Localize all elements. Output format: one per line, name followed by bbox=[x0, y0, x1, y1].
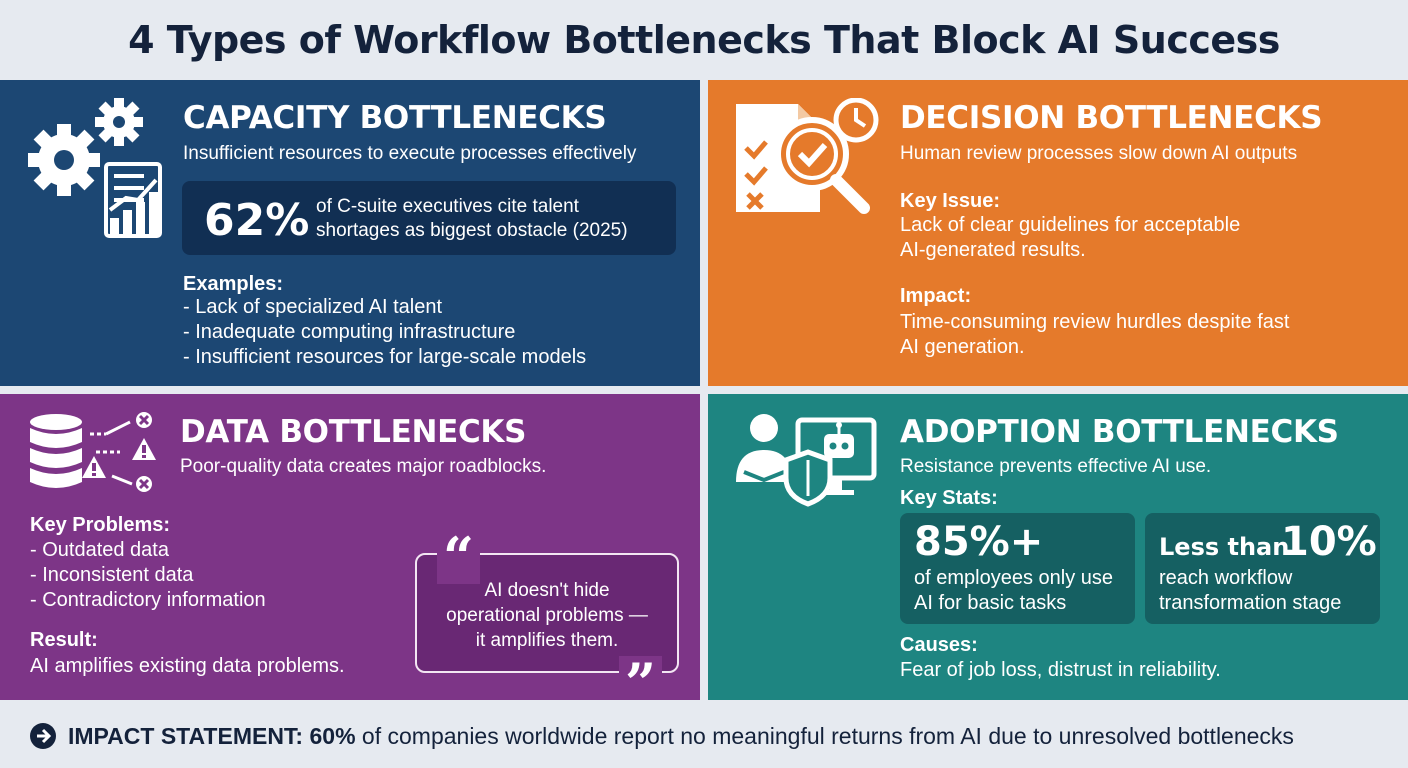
document-review-icon bbox=[736, 98, 879, 214]
quote-line: AI doesn't hide bbox=[484, 580, 610, 601]
adoption-stat-1-line-1: of employees only use bbox=[914, 567, 1114, 589]
data-problems-label: Key Problems: bbox=[30, 514, 171, 536]
capacity-title: CAPACITY BOTTLENECKS bbox=[183, 100, 607, 136]
adoption-stat-1-line-2: AI for basic tasks bbox=[914, 592, 1067, 614]
capacity-examples-label: Examples: bbox=[183, 273, 284, 295]
decision-subtitle: Human review processes slow down AI outp… bbox=[900, 143, 1298, 164]
capacity-stat-line-2: shortages as biggest obstacle (2025) bbox=[316, 220, 628, 241]
adoption-stat-2-box: Less than 10% reach workflow transformat… bbox=[1145, 513, 1380, 624]
quote-line: it amplifies them. bbox=[475, 630, 619, 651]
page-title: 4 Types of Workflow Bottlenecks That Blo… bbox=[128, 18, 1280, 62]
decision-issue-line-2: AI-generated results. bbox=[900, 239, 1086, 261]
adoption-stat-2-prefix: Less than bbox=[1159, 533, 1290, 561]
list-item: - Inadequate computing infrastructure bbox=[183, 321, 516, 343]
quote-line: operational problems — bbox=[446, 605, 648, 626]
quote-text: AI doesn't hide operational problems — i… bbox=[417, 578, 677, 653]
adoption-panel: ADOPTION BOTTLENECKS Resistance prevents… bbox=[708, 394, 1408, 700]
list-item: - Lack of specialized AI talent bbox=[183, 296, 443, 318]
capacity-stat-line-1: of C-suite executives cite talent bbox=[316, 196, 579, 217]
adoption-stat-1-value: 85%+ bbox=[914, 519, 1044, 565]
database-warning-icon bbox=[30, 412, 156, 492]
adoption-stat-2-line-2: transformation stage bbox=[1159, 592, 1342, 614]
gears-chart-icon bbox=[28, 98, 162, 238]
close-quote-icon: ” bbox=[619, 656, 663, 700]
adoption-stat-2-value: 10% bbox=[1281, 519, 1377, 565]
impact-text: of companies worldwide report no meaning… bbox=[361, 722, 1294, 749]
data-subtitle: Poor-quality data creates major roadbloc… bbox=[180, 456, 547, 477]
adoption-stats-label: Key Stats: bbox=[900, 487, 998, 509]
capacity-stat-value: 62% bbox=[204, 195, 310, 246]
data-result-text: AI amplifies existing data problems. bbox=[30, 655, 345, 677]
decision-panel: DECISION BOTTLENECKS Human review proces… bbox=[708, 80, 1408, 386]
person-robot-icon bbox=[736, 414, 877, 507]
decision-issue-line-1: Lack of clear guidelines for acceptable bbox=[900, 214, 1241, 236]
impact-label: IMPACT STATEMENT: bbox=[68, 722, 304, 749]
adoption-stat-2-line-1: reach workflow bbox=[1159, 567, 1293, 589]
list-item: - Contradictory information bbox=[30, 589, 266, 611]
adoption-subtitle: Resistance prevents effective AI use. bbox=[900, 456, 1212, 477]
decision-impact-label: Impact: bbox=[900, 285, 972, 307]
decision-issue-label: Key Issue: bbox=[900, 190, 1001, 212]
data-result-label: Result: bbox=[30, 629, 98, 651]
decision-impact-line-2: AI generation. bbox=[900, 336, 1025, 358]
capacity-panel: CAPACITY BOTTLENECKS Insufficient resour… bbox=[0, 80, 700, 386]
data-title: DATA BOTTLENECKS bbox=[180, 414, 527, 450]
list-item: - Insufficient resources for large-scale… bbox=[183, 346, 587, 368]
decision-impact-line-1: Time-consuming review hurdles despite fa… bbox=[900, 311, 1290, 333]
capacity-subtitle: Insufficient resources to execute proces… bbox=[183, 143, 637, 164]
list-item: - Inconsistent data bbox=[30, 564, 194, 586]
adoption-stat-1-box: 85%+ of employees only use AI for basic … bbox=[900, 513, 1135, 624]
adoption-causes-label: Causes: bbox=[900, 634, 978, 656]
adoption-title: ADOPTION BOTTLENECKS bbox=[900, 414, 1339, 450]
data-panel: DATA BOTTLENECKS Poor-quality data creat… bbox=[0, 394, 700, 700]
impact-statement: IMPACT STATEMENT: 60% of companies world… bbox=[0, 704, 1408, 768]
list-item: - Outdated data bbox=[30, 539, 169, 561]
impact-value: 60% bbox=[309, 722, 356, 749]
adoption-causes-text: Fear of job loss, distrust in reliabilit… bbox=[900, 659, 1221, 681]
arrow-right-icon bbox=[30, 723, 56, 749]
open-quote-icon: “ bbox=[437, 530, 481, 584]
capacity-stat-box: 62% of C-suite executives cite talent sh… bbox=[182, 181, 676, 255]
decision-title: DECISION BOTTLENECKS bbox=[900, 100, 1323, 136]
